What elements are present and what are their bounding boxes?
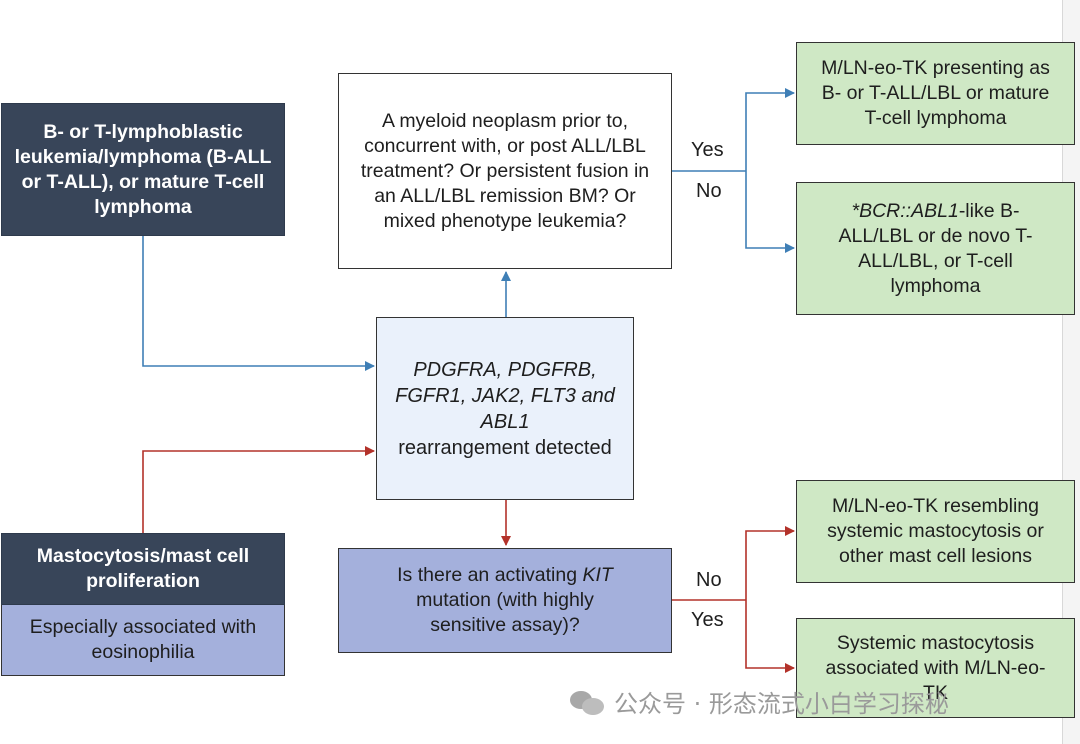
arrow-yes-top: [745, 88, 795, 171]
rearrangement-box: PDGFRA, PDGFRB, FGFR1, JAK2, FLT3 and AB…: [376, 317, 634, 500]
rearrangement-text: rearrangement detected: [398, 436, 612, 459]
arrow-no-top: [745, 171, 795, 253]
outcome-systemic-text: Systemic mastocytosis associated with M/…: [825, 631, 1046, 704]
watermark: 公众号 · 形态流式小白学习探秘: [570, 684, 949, 719]
arrow-no-bottom: [745, 526, 795, 600]
kit-question-box: Is there an activating KIT mutation (wit…: [338, 548, 672, 653]
outcome-resembling-text: M/LN-eo-TK resembling systemic mastocyto…: [827, 495, 1044, 567]
label-yes-bottom: Yes: [691, 609, 724, 631]
myeloid-question-box: A myeloid neoplasm prior to, concurrent …: [338, 73, 672, 269]
outcome-presenting-text: M/LN-eo-TK presenting as B- or T-ALL/LBL…: [821, 57, 1050, 129]
arrow-yes-bottom: [745, 600, 795, 673]
wechat-icon: [570, 689, 604, 715]
mastocytosis-header-box: Mastocytosis/mast cell proliferation: [1, 533, 285, 605]
myeloid-question-text: A myeloid neoplasm prior to, concurrent …: [360, 109, 650, 232]
mastocytosis-header-text: Mastocytosis/mast cell proliferation: [36, 545, 250, 592]
lymphoblastic-text: B- or T-lymphoblastic leukemia/lymphoma …: [14, 120, 272, 218]
label-no-top: No: [696, 180, 722, 202]
outcome-systemic-box: Systemic mastocytosis associated with M/…: [796, 618, 1075, 718]
outcome-bcr-abl1-box: *BCR::ABL1-like B-ALL/LBL or de novo T-A…: [796, 182, 1075, 315]
eosinophilia-text: Especially associated with eosinophilia: [29, 616, 257, 663]
label-no-bottom: No: [696, 569, 722, 591]
outcome-resembling-box: M/LN-eo-TK resembling systemic mastocyto…: [796, 480, 1075, 583]
watermark-text: 公众号 · 形态流式小白学习探秘: [614, 690, 949, 718]
arrow-mastocytosis-to-center: [142, 446, 375, 533]
label-yes-top: Yes: [691, 139, 724, 161]
outcome-presenting-box: M/LN-eo-TK presenting as B- or T-ALL/LBL…: [796, 42, 1075, 145]
lymphoblastic-box: B- or T-lymphoblastic leukemia/lymphoma …: [1, 103, 285, 236]
kit-question-text: Is there an activating KIT mutation (wit…: [397, 564, 613, 636]
arrow-lymphoblastic-to-center: [142, 236, 375, 371]
gene-list-text: PDGFRA, PDGFRB, FGFR1, JAK2, FLT3 and AB…: [395, 358, 615, 433]
eosinophilia-box: Especially associated with eosinophilia: [1, 605, 285, 676]
outcome-bcr-abl1-text: *BCR::ABL1-like B-ALL/LBL or de novo T-A…: [838, 199, 1033, 297]
